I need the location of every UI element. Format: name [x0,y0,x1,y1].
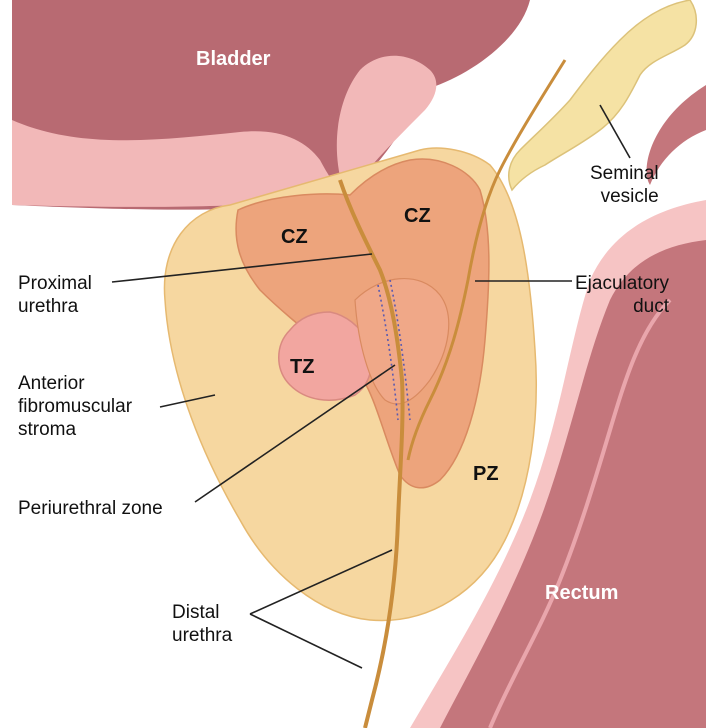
rectum-label: Rectum [545,582,619,604]
leader-lines [111,104,631,669]
periurethral-region [354,277,450,405]
pz-label: PZ [473,463,499,485]
distal-urethra-leader-2 [249,613,363,669]
ejaculatory-duct-line [406,59,567,461]
urethra-line [338,179,405,728]
ejaculatory-duct-label: Ejaculatory duct [575,273,669,317]
bladder [12,0,530,210]
distal-urethra-label: Distal urethra [172,602,233,646]
seminal-vesicle-leader [599,104,631,159]
bladder-label: Bladder [196,48,271,70]
periurethral-zone-label: Periurethral zone [18,498,163,519]
distal-urethra-leader-1 [249,549,393,615]
proximal-urethra-label: Proximal urethra [18,273,92,317]
bladder-neck [336,55,437,191]
periurethral-zone-leader [194,364,396,503]
tz-label: TZ [290,356,315,378]
rectum-fold-line [488,298,672,728]
rectum-wall [440,240,706,728]
cz-right-label: CZ [404,205,431,227]
transition-zone [278,311,373,401]
cz-left-label: CZ [281,226,308,248]
rectum-upper [646,85,706,185]
seminal-vesicle-label: Seminal vesicle [590,163,659,207]
proximal-urethra-leader [111,253,373,283]
rectum [410,85,706,728]
anterior-stroma-label: Anterior fibromuscular stroma [18,373,133,440]
bladder-mucosa [12,120,345,207]
seminal-vesicle [508,0,697,192]
anterior-stroma-leader [159,394,216,408]
